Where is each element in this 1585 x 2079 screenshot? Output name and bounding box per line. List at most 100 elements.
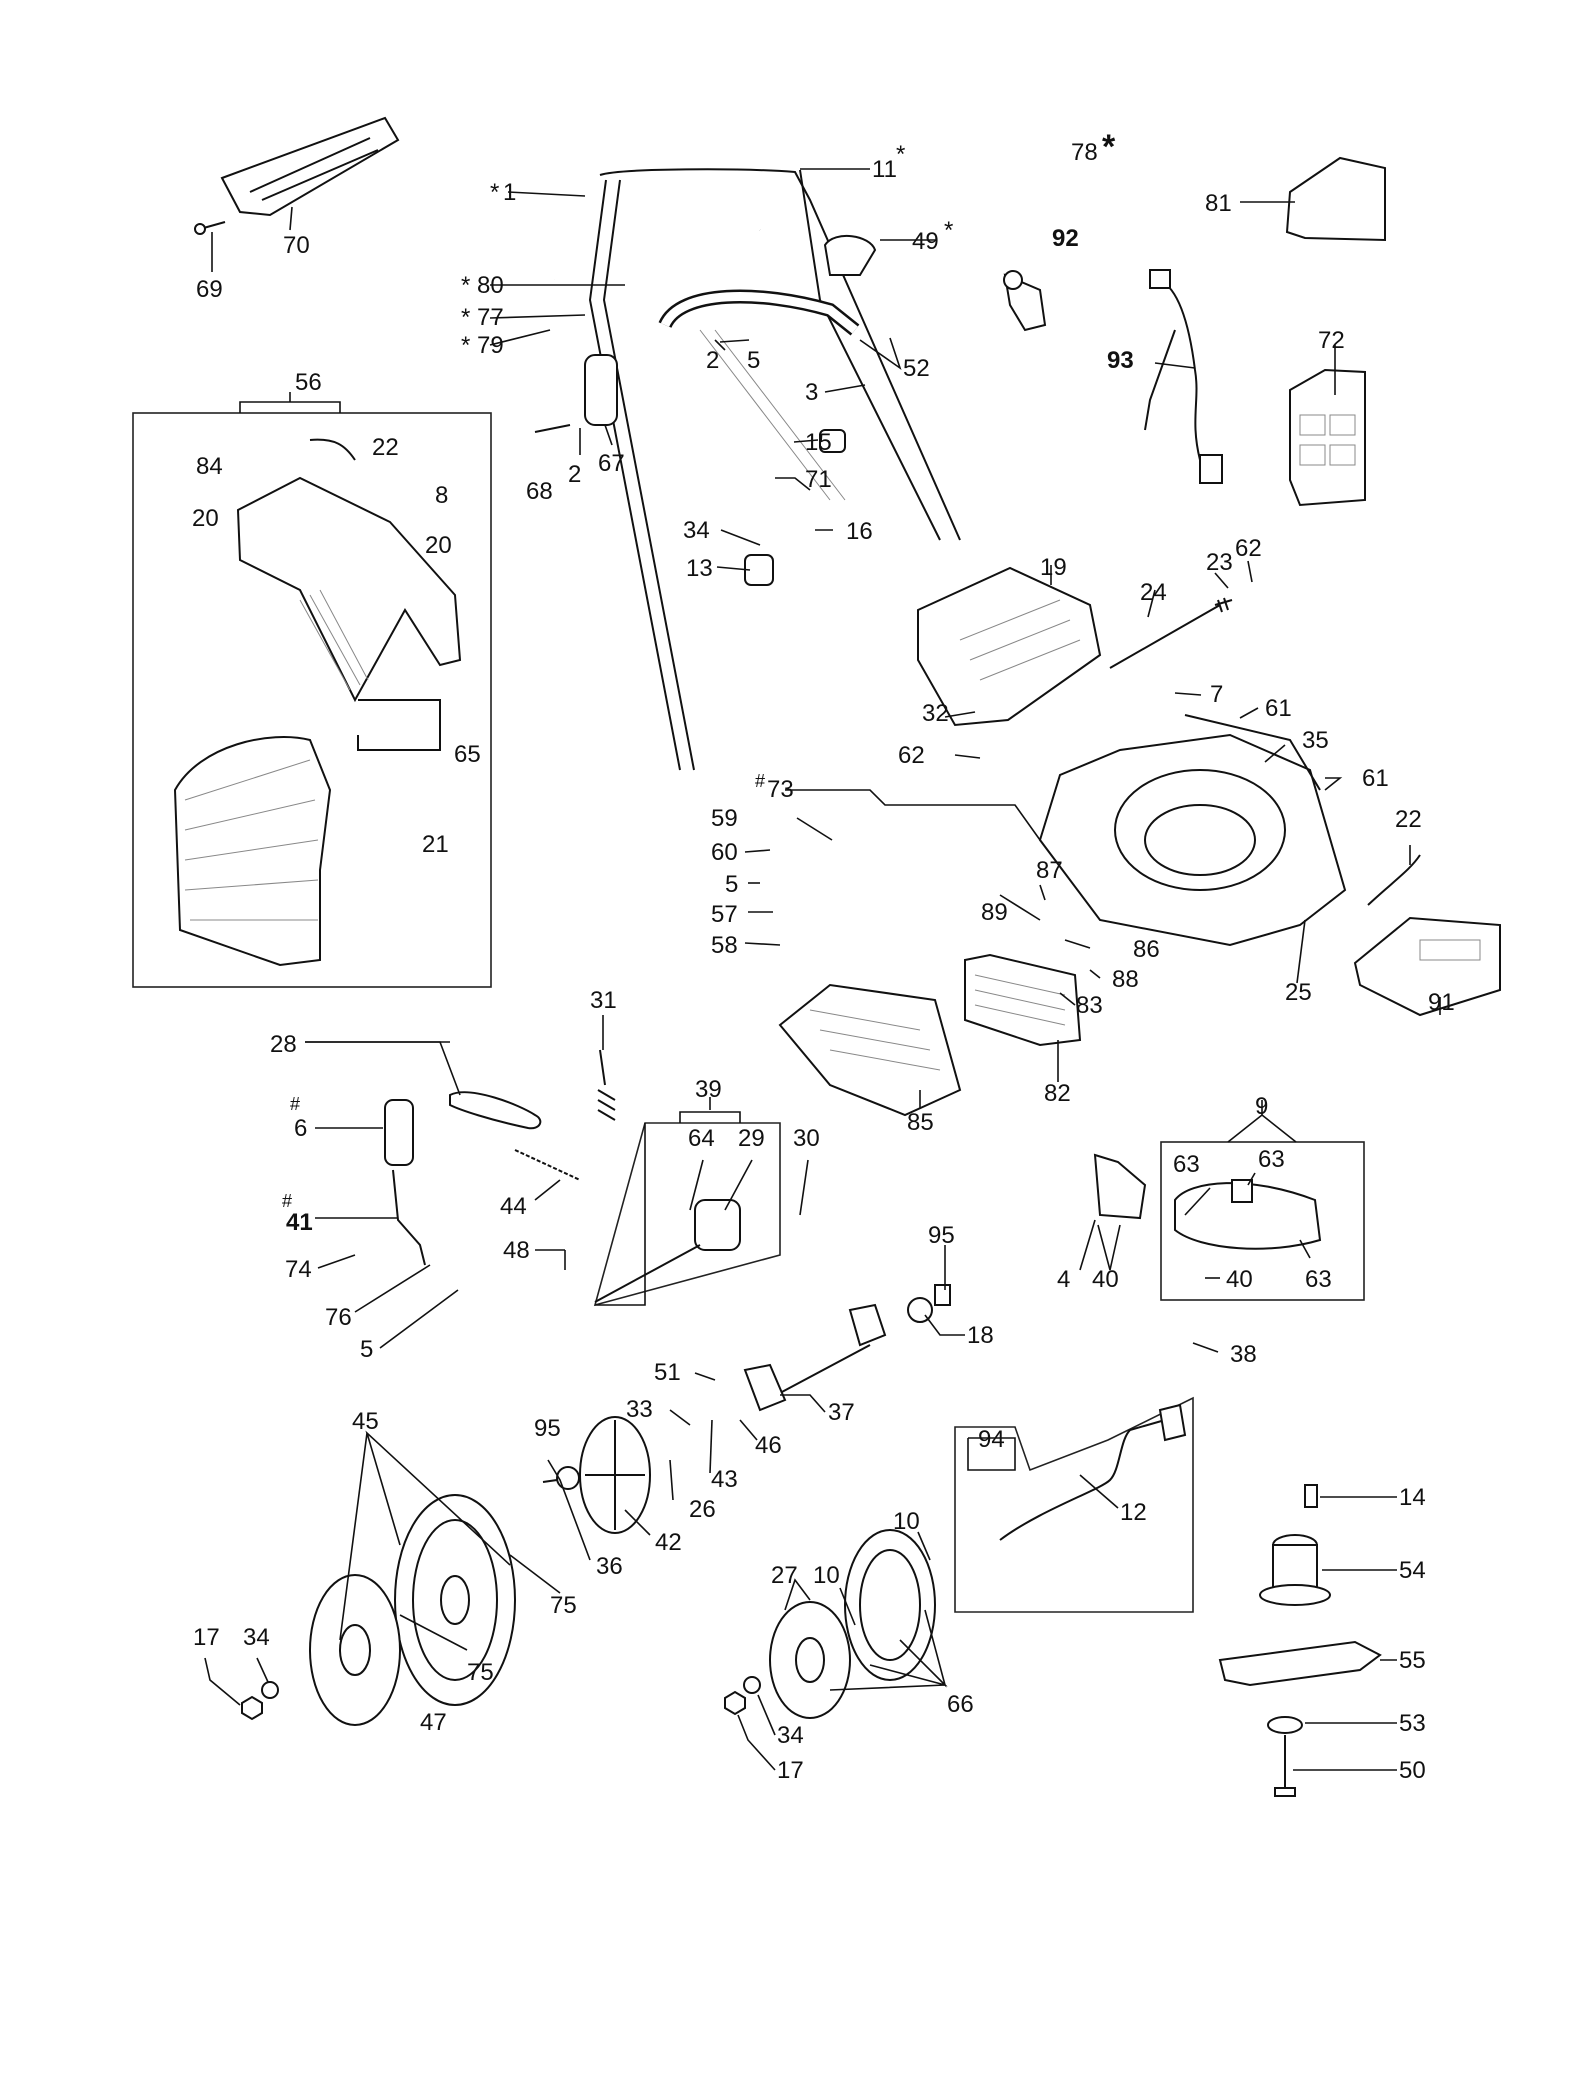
front-wheel-part bbox=[844, 1529, 936, 1681]
callout-56: 56 bbox=[295, 369, 322, 396]
callout-61b: 61 bbox=[1362, 765, 1389, 792]
callout-60: 60 bbox=[711, 839, 738, 866]
callout-28: 28 bbox=[270, 1031, 297, 1058]
callout-34c: 34 bbox=[777, 1722, 804, 1749]
callout-62a: 62 bbox=[1235, 535, 1262, 562]
key-14-part bbox=[1304, 1484, 1318, 1508]
callout-40a: 40 bbox=[1092, 1266, 1119, 1293]
drive-unit-group-box bbox=[593, 1122, 781, 1307]
lever-41-part bbox=[392, 1169, 426, 1266]
spring-23-part bbox=[1214, 597, 1233, 613]
label-72-part bbox=[1289, 368, 1366, 507]
callout-12: 12 bbox=[1120, 1499, 1147, 1526]
gearbox-29-part bbox=[594, 1199, 741, 1303]
callout-25: 25 bbox=[1285, 979, 1312, 1006]
callout-27: 27 bbox=[771, 1562, 798, 1589]
front-axle-group-box bbox=[954, 1396, 1194, 1613]
nuts-17-34-front bbox=[724, 1676, 761, 1716]
callout-5a: 5 bbox=[747, 347, 760, 374]
callout-35: 35 bbox=[1302, 727, 1329, 754]
callout-63a: 63 bbox=[1173, 1151, 1200, 1178]
bracket-4-part bbox=[1093, 1153, 1147, 1220]
knob-15-part bbox=[819, 429, 846, 453]
callout-6: 6 bbox=[294, 1115, 307, 1142]
callout-64: 64 bbox=[688, 1125, 715, 1152]
grass-bag-21-part bbox=[173, 736, 332, 967]
callout-95a: 95 bbox=[928, 1222, 955, 1249]
callout-84: 84 bbox=[196, 453, 223, 480]
callout-41-hash: # bbox=[282, 1191, 292, 1211]
callout-79: 79 bbox=[477, 332, 504, 359]
grass-bag-group-box bbox=[132, 412, 492, 988]
callout-57: 57 bbox=[711, 901, 738, 928]
callout-74: 74 bbox=[285, 1256, 312, 1283]
callout-23: 23 bbox=[1206, 549, 1233, 576]
callout-34a: 34 bbox=[683, 517, 710, 544]
callout-15: 15 bbox=[805, 429, 832, 456]
callout-40b: 40 bbox=[1226, 1266, 1253, 1293]
callout-52: 52 bbox=[903, 355, 930, 382]
callout-73-hash: # bbox=[755, 771, 765, 791]
frame-65-part bbox=[357, 699, 441, 751]
callout-6-hash: # bbox=[290, 1094, 300, 1114]
rear-wheel-part bbox=[394, 1494, 516, 1706]
callout-2a: 2 bbox=[706, 347, 719, 374]
callout-47: 47 bbox=[420, 1709, 447, 1736]
callout-49-star: * bbox=[944, 217, 953, 244]
callout-1-star: * bbox=[490, 179, 499, 206]
front-axle-12-part bbox=[999, 1403, 1187, 1541]
rear-axle-37-part bbox=[743, 1303, 887, 1412]
callout-29: 29 bbox=[738, 1125, 765, 1152]
blade-guard-group-box bbox=[1160, 1141, 1365, 1301]
callout-48: 48 bbox=[503, 1237, 530, 1264]
callout-80: 80 bbox=[477, 272, 504, 299]
callout-22b: 22 bbox=[1395, 806, 1422, 833]
callout-71: 71 bbox=[805, 466, 832, 493]
callout-75a: 75 bbox=[550, 1592, 577, 1619]
grip-6-part bbox=[384, 1099, 414, 1166]
callout-62b: 62 bbox=[898, 742, 925, 769]
callout-83: 83 bbox=[1076, 992, 1103, 1019]
callout-93: 93 bbox=[1107, 347, 1134, 374]
callout-labels: * 1 11 * 78 * 81 70 69 * 80 * 77 * 79 49… bbox=[192, 128, 1455, 1784]
mower-deck-25-part bbox=[1038, 733, 1347, 947]
callout-13: 13 bbox=[686, 555, 713, 582]
callout-32: 32 bbox=[922, 700, 949, 727]
callout-39: 39 bbox=[695, 1076, 722, 1103]
spring-44-part bbox=[514, 1149, 581, 1181]
callout-17b: 17 bbox=[777, 1757, 804, 1784]
hub-cap-47-part bbox=[309, 1574, 401, 1726]
callout-45: 45 bbox=[352, 1408, 379, 1435]
callout-36: 36 bbox=[596, 1553, 623, 1580]
callout-58: 58 bbox=[711, 932, 738, 959]
callout-11-star: * bbox=[896, 141, 905, 168]
callout-86: 86 bbox=[1133, 936, 1160, 963]
callout-42: 42 bbox=[655, 1529, 682, 1556]
callout-1: 1 bbox=[503, 179, 516, 206]
callout-51: 51 bbox=[654, 1359, 681, 1386]
lever-67-part bbox=[584, 354, 618, 426]
bracket-56 bbox=[239, 401, 341, 413]
washer-53-part bbox=[1267, 1716, 1303, 1734]
callout-59: 59 bbox=[711, 805, 738, 832]
callout-61a: 61 bbox=[1265, 695, 1292, 722]
rear-deflector-part bbox=[220, 116, 400, 217]
drive-belt-28-part bbox=[449, 1091, 542, 1130]
handle-bracket-35-part bbox=[1184, 714, 1321, 791]
front-bumper-91-part bbox=[1353, 854, 1501, 1017]
callout-85: 85 bbox=[907, 1109, 934, 1136]
key-92-part bbox=[1003, 270, 1047, 332]
callout-7: 7 bbox=[1210, 681, 1223, 708]
callout-30: 30 bbox=[793, 1125, 820, 1152]
wheel-disc-42-part bbox=[579, 1416, 651, 1534]
gear-36-part bbox=[542, 1466, 580, 1490]
front-hub-27-part bbox=[769, 1601, 851, 1719]
callout-10b: 10 bbox=[813, 1562, 840, 1589]
handle-assembly bbox=[550, 130, 961, 771]
callout-16: 16 bbox=[846, 518, 873, 545]
callout-81: 81 bbox=[1205, 190, 1232, 217]
callout-20a: 20 bbox=[192, 505, 219, 532]
battery-housing-19-part bbox=[917, 566, 1102, 727]
callout-79-star: * bbox=[461, 332, 470, 359]
